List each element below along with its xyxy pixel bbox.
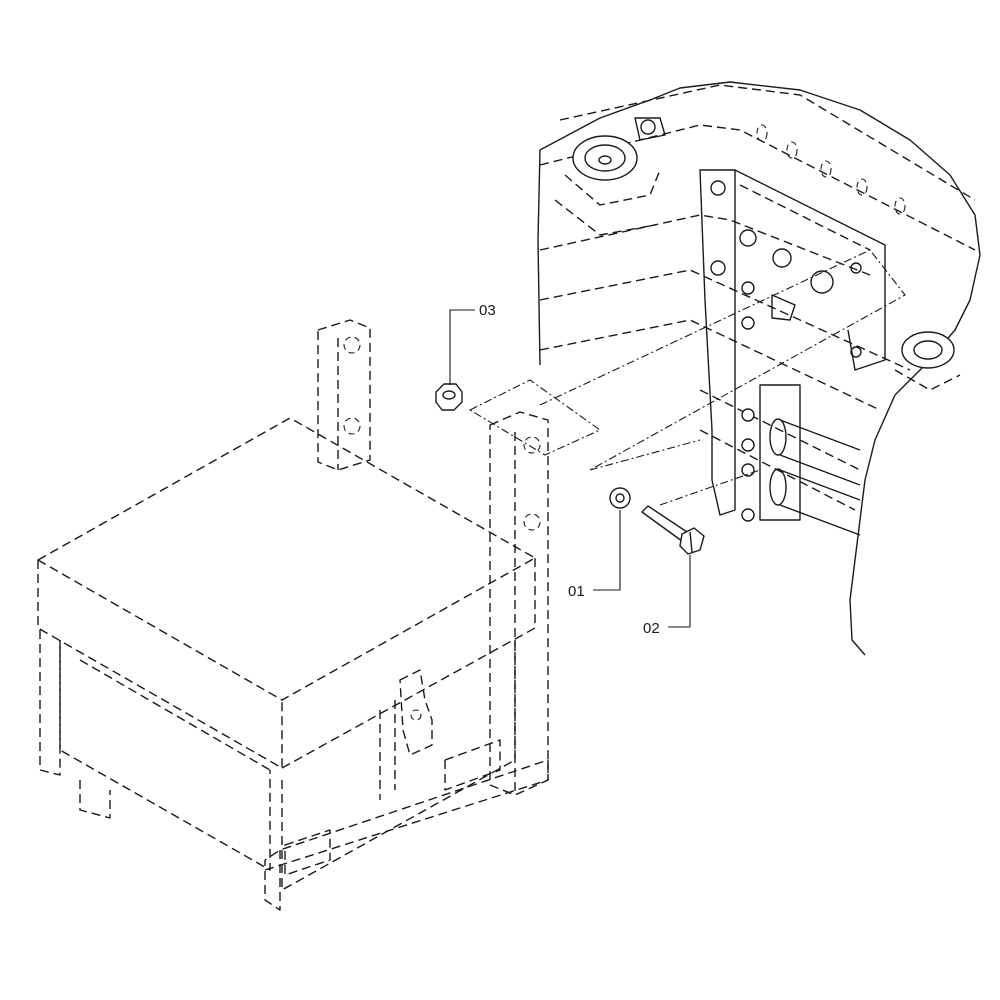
callout-03: 03 bbox=[479, 302, 496, 319]
toolbox-lid-front bbox=[37, 560, 283, 769]
engine-mount-top bbox=[554, 117, 666, 236]
bracket-plate bbox=[699, 169, 736, 516]
frame-holes bbox=[756, 124, 906, 215]
assembly-center-lines bbox=[468, 249, 906, 506]
rear-post bbox=[317, 319, 371, 471]
machine-frame bbox=[537, 81, 981, 656]
frame-break-outline bbox=[539, 81, 981, 656]
front-post bbox=[489, 411, 549, 796]
leader-01 bbox=[593, 510, 621, 591]
part-02-bolt bbox=[641, 505, 705, 555]
leader-02 bbox=[668, 555, 691, 628]
toolbox-lid-top bbox=[37, 417, 536, 701]
part-03-nut bbox=[435, 383, 463, 411]
toolbox-frame bbox=[39, 319, 549, 911]
part-01-washer bbox=[609, 487, 631, 509]
mounting-bracket bbox=[699, 169, 886, 536]
frame-left-edge bbox=[537, 149, 541, 366]
engine-mount-side bbox=[894, 331, 961, 391]
callout-leaders bbox=[449, 309, 691, 628]
callout-02: 02 bbox=[643, 620, 660, 637]
callout-01: 01 bbox=[568, 583, 585, 600]
leader-03 bbox=[449, 309, 475, 385]
frame-tubes bbox=[769, 418, 861, 536]
bracket-bolts bbox=[710, 180, 862, 522]
toolbox-body-front bbox=[59, 640, 271, 871]
toolbox-latch bbox=[399, 669, 433, 756]
toolbox bbox=[37, 417, 536, 891]
